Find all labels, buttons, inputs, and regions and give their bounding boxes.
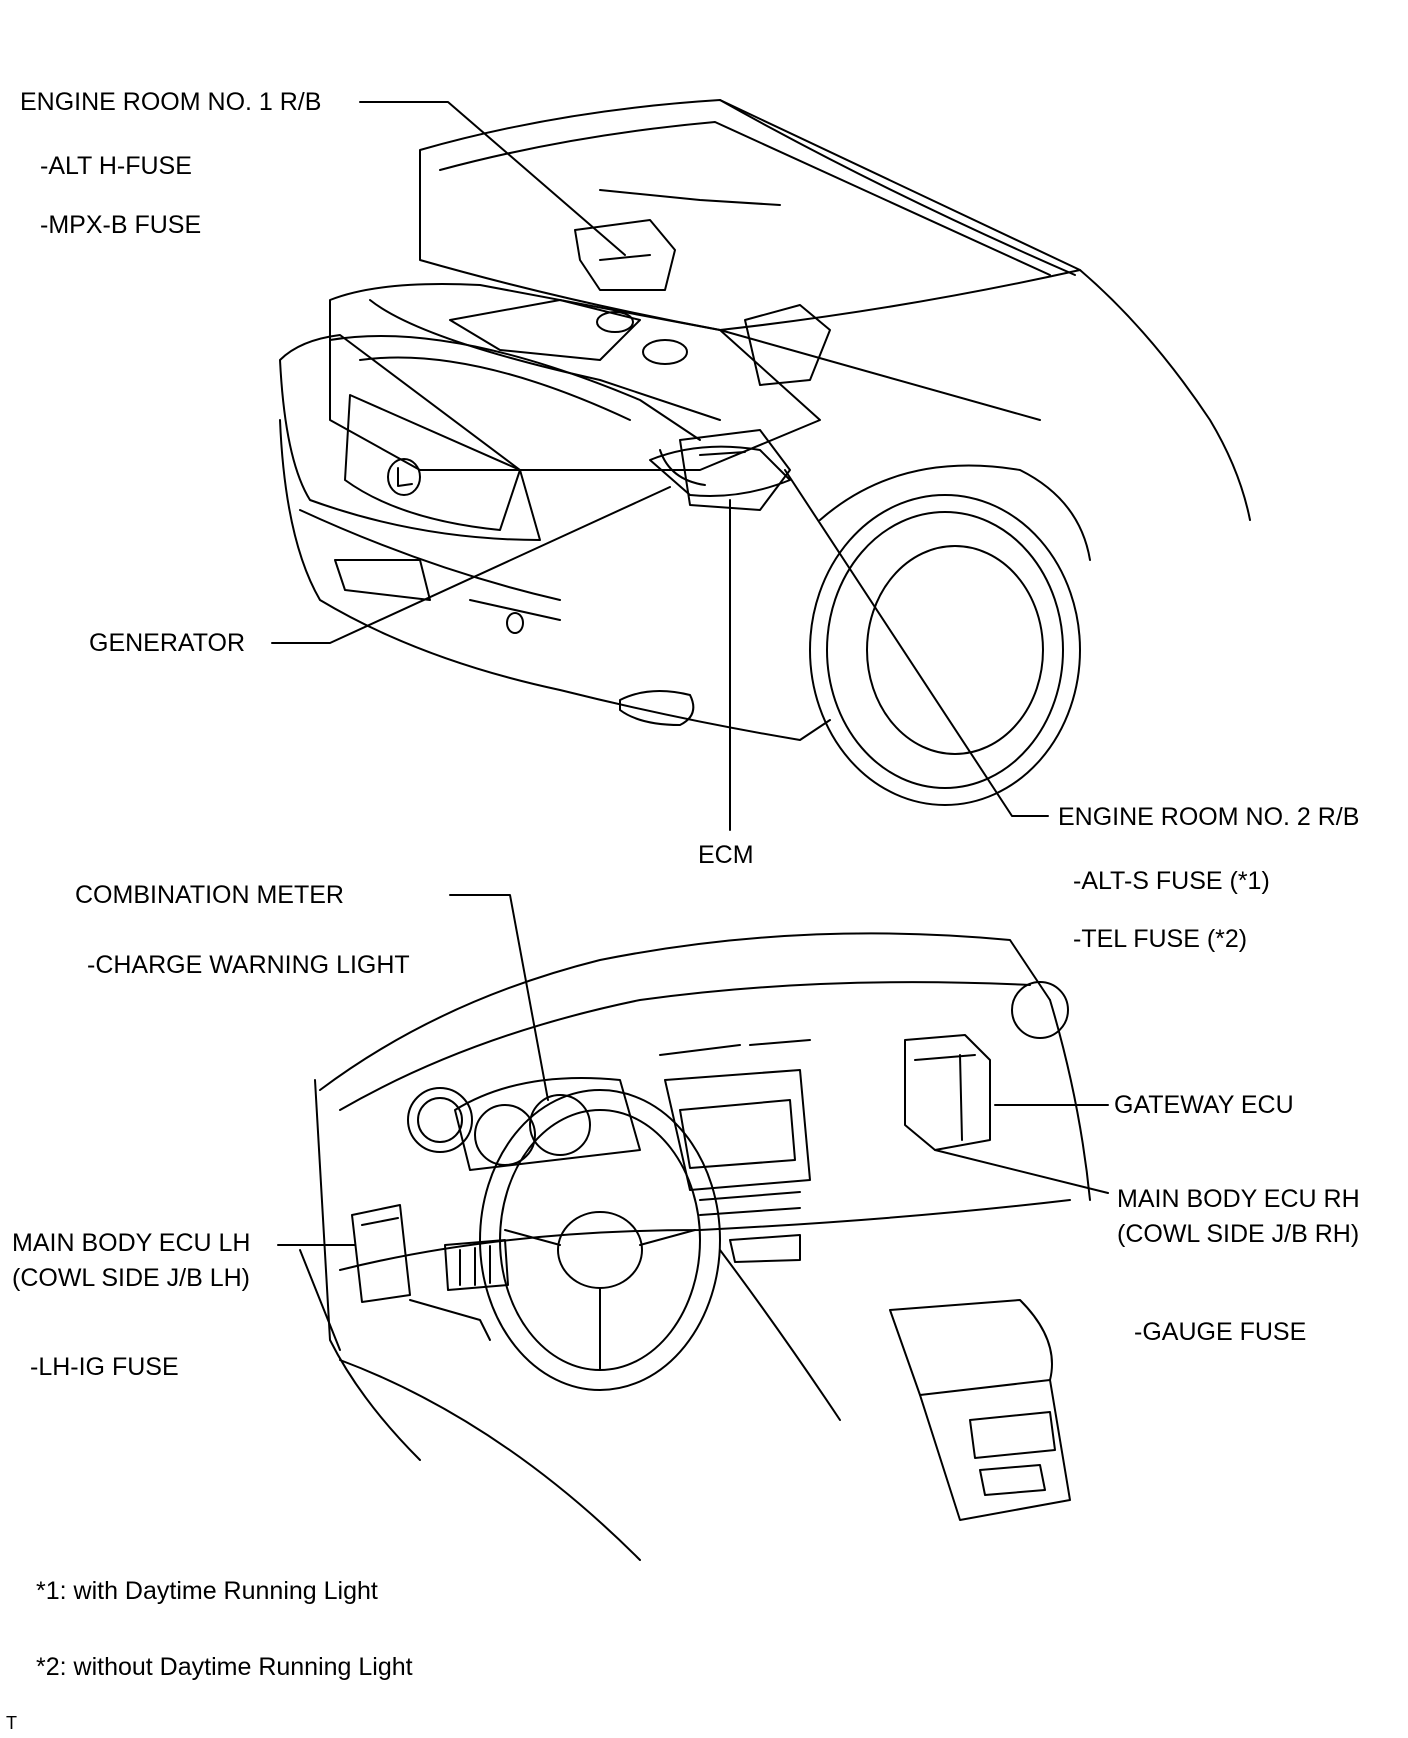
label-main-body-ecu-lh-line1: MAIN BODY ECU LH [12,1229,251,1257]
label-generator: GENERATOR [89,629,246,657]
label-alt-h-fuse: -ALT H-FUSE [40,152,192,180]
label-main-body-ecu-rh-line1: MAIN BODY ECU RH [1117,1185,1360,1213]
leader-engine-room-no1 [359,101,626,256]
footnote-1: *1: with Daytime Running Light [36,1577,378,1605]
label-lh-ig-fuse: -LH-IG FUSE [30,1353,179,1381]
label-combination-meter: COMBINATION METER [75,881,344,909]
leader-generator [271,486,671,644]
label-main-body-ecu-lh-line2: (COWL SIDE J/B LH) [12,1264,250,1292]
interior-view [299,932,1091,1561]
corner-mark: T [6,1713,17,1733]
label-alt-s-fuse: -ALT-S FUSE (*1) [1073,867,1270,895]
leader-combination-meter [449,894,549,1101]
leader-engine-room-no2 [784,469,1049,817]
label-ecm: ECM [698,841,754,869]
label-engine-room-no1: ENGINE ROOM NO. 1 R/B [20,88,322,116]
label-gateway-ecu: GATEWAY ECU [1114,1091,1294,1119]
label-tel-fuse: -TEL FUSE (*2) [1073,925,1248,953]
label-mpx-b-fuse: -MPX-B FUSE [40,211,202,239]
label-gauge-fuse: -GAUGE FUSE [1134,1318,1307,1346]
footnote-2: *2: without Daytime Running Light [36,1653,413,1681]
label-main-body-ecu-rh-line2: (COWL SIDE J/B RH) [1117,1220,1360,1248]
engine-room-view [279,99,1251,806]
leader-lines [271,101,1109,1246]
leader-main-body-ecu-rh [934,1149,1109,1194]
label-charge-warning-light: -CHARGE WARNING LIGHT [87,951,410,979]
label-engine-room-no2: ENGINE ROOM NO. 2 R/B [1058,803,1360,831]
